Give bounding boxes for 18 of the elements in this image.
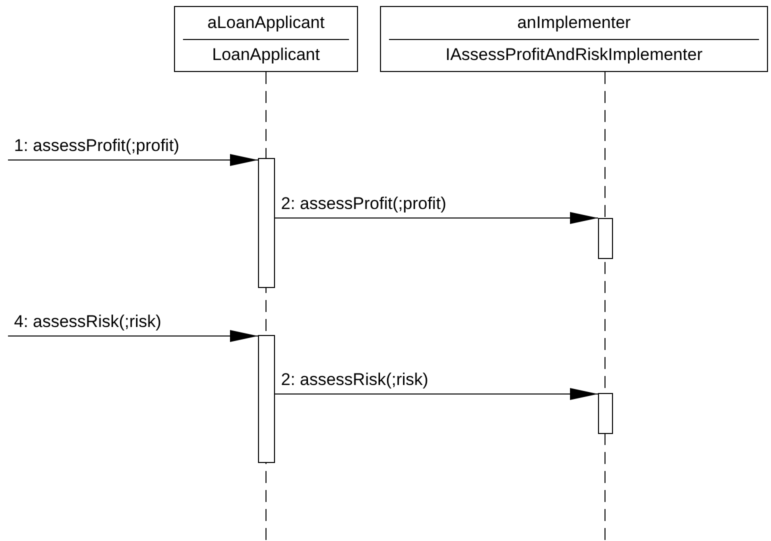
class-name: IAssessProfitAndRiskImplementer [446, 45, 702, 66]
object-name: aLoanApplicant [207, 12, 325, 33]
activation-bar [258, 335, 275, 463]
lifeline-head-box [174, 6, 358, 72]
object-name: anImplementer [517, 12, 631, 33]
activation-bar [598, 218, 613, 259]
message-label: 2: assessProfit(;profit) [281, 194, 446, 214]
activation-bar [258, 158, 275, 288]
message-label: 2: assessRisk(;risk) [281, 370, 428, 390]
message-arrow [8, 330, 258, 342]
message-label: 4: assessRisk(;risk) [14, 312, 162, 332]
message-arrow [8, 154, 258, 166]
activation-bar [598, 393, 613, 434]
message-arrow [274, 388, 598, 400]
message-arrow [274, 212, 598, 224]
class-name: LoanApplicant [212, 45, 320, 66]
message-label: 1: assessProfit(;profit) [14, 136, 180, 156]
lifeline-head-box [380, 6, 768, 72]
